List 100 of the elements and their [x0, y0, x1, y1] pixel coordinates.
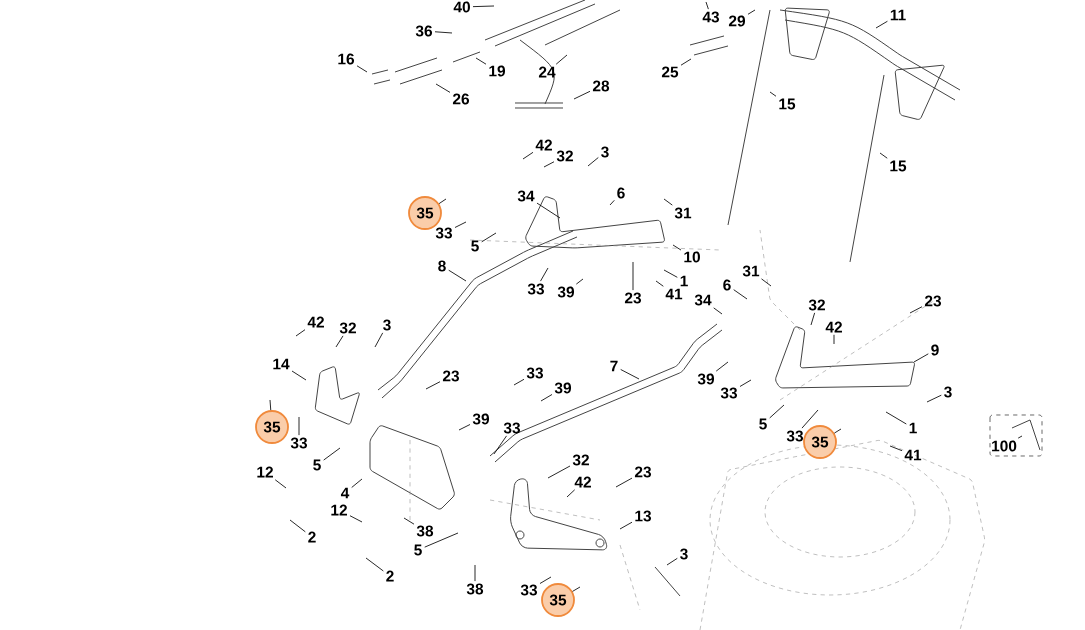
leader-line — [609, 199, 615, 206]
leader-line — [323, 447, 341, 461]
callout-number: 4 — [340, 487, 350, 499]
callout-number: 42 — [825, 321, 842, 333]
leader-line — [424, 532, 459, 548]
leader-line — [575, 278, 584, 285]
leader-line — [540, 267, 549, 282]
callout-number: 5 — [759, 418, 767, 430]
leader-line — [733, 289, 748, 300]
callout-number: 43 — [702, 11, 720, 23]
leader-line — [833, 334, 835, 345]
callout-number: 38 — [416, 525, 434, 537]
leader-line — [547, 465, 571, 479]
callout-number: 8 — [438, 260, 446, 272]
leader-line — [274, 479, 287, 489]
callout-number: 29 — [728, 15, 746, 27]
leader-line — [458, 424, 471, 431]
leader-line — [365, 557, 384, 572]
callout-number: 33 — [435, 227, 453, 239]
callout-number: 36 — [415, 25, 433, 37]
callout-number: 32 — [556, 150, 573, 162]
callout-number: 23 — [442, 370, 460, 382]
leader-line — [425, 381, 441, 390]
leader-line — [909, 306, 923, 314]
callout-number: 41 — [904, 449, 922, 461]
callout-number: 42 — [535, 139, 552, 151]
callout-number: 33 — [520, 584, 538, 596]
callout-number: 28 — [592, 80, 610, 92]
callout-number: 3 — [944, 386, 952, 398]
callout-number: 1 — [680, 275, 688, 287]
callout-number: 32 — [808, 299, 825, 311]
callout-number: 6 — [617, 187, 625, 199]
callout-number: 32 — [339, 322, 356, 334]
leader-line — [663, 198, 673, 206]
callout-number: 34 — [694, 294, 712, 306]
leader-line — [761, 278, 772, 287]
callout-number: 7 — [610, 360, 618, 372]
leader-line — [663, 269, 678, 278]
callout-number: 35 — [541, 583, 575, 617]
callout-number: 9 — [931, 344, 939, 356]
leader-line — [454, 221, 467, 228]
leader-line — [374, 332, 384, 348]
leader-line — [587, 157, 599, 167]
callout-number: 15 — [890, 160, 907, 172]
callout-number: 10 — [684, 251, 700, 263]
leader-line — [680, 58, 692, 66]
leader-line — [833, 428, 842, 434]
callout-number: 13 — [635, 510, 652, 522]
leader-line — [810, 312, 816, 326]
callout-number: 26 — [452, 93, 470, 105]
leader-line — [269, 399, 272, 411]
leader-line — [298, 416, 300, 436]
leader-line — [435, 83, 451, 93]
callout-number: 3 — [680, 548, 688, 560]
leader-line — [713, 307, 723, 315]
leader-line — [474, 564, 476, 582]
leader-line — [1017, 435, 1023, 439]
callout-number: 33 — [290, 437, 308, 449]
callout-number: 100 — [992, 440, 1017, 452]
leader-line — [801, 409, 819, 429]
callout-number: 2 — [308, 531, 316, 543]
leader-line — [572, 586, 581, 592]
leader-line — [438, 198, 447, 205]
leader-line — [655, 280, 664, 287]
leader-line — [889, 445, 903, 452]
leader-line — [434, 31, 453, 34]
leader-line — [349, 515, 363, 523]
leader-line — [493, 435, 507, 455]
callout-number: 3 — [383, 319, 391, 331]
leader-line — [769, 91, 777, 97]
callout-number: 25 — [661, 66, 679, 78]
leader-line — [403, 517, 415, 525]
leader-line — [666, 557, 678, 566]
leader-line — [926, 394, 942, 403]
leader-line — [291, 370, 307, 381]
leader-line — [481, 232, 497, 243]
callout-number: 33 — [527, 283, 545, 295]
callout-number: 5 — [313, 459, 321, 471]
callout-number: 12 — [331, 504, 347, 516]
leader-line — [715, 361, 729, 372]
callout-number: 15 — [779, 98, 796, 110]
leader-line — [540, 394, 553, 402]
leader-line — [573, 90, 591, 100]
leader-line — [885, 411, 907, 425]
leader-line — [875, 20, 888, 29]
callout-number: 2 — [386, 570, 394, 582]
leader-line — [539, 576, 552, 584]
leader-line — [472, 5, 495, 8]
leader-line — [448, 269, 467, 282]
callout-number: 1 — [909, 422, 917, 434]
callout-number: 31 — [674, 207, 692, 219]
callout-number: 38 — [466, 583, 484, 595]
callout-number: 35 — [255, 410, 289, 444]
leader-line — [289, 519, 306, 533]
leader-line — [747, 9, 756, 15]
callout-number: 19 — [489, 65, 506, 77]
callout-number: 39 — [554, 382, 572, 394]
callout-number: 3 — [601, 146, 609, 158]
leader-line — [356, 65, 368, 73]
callout-number: 32 — [572, 454, 589, 466]
